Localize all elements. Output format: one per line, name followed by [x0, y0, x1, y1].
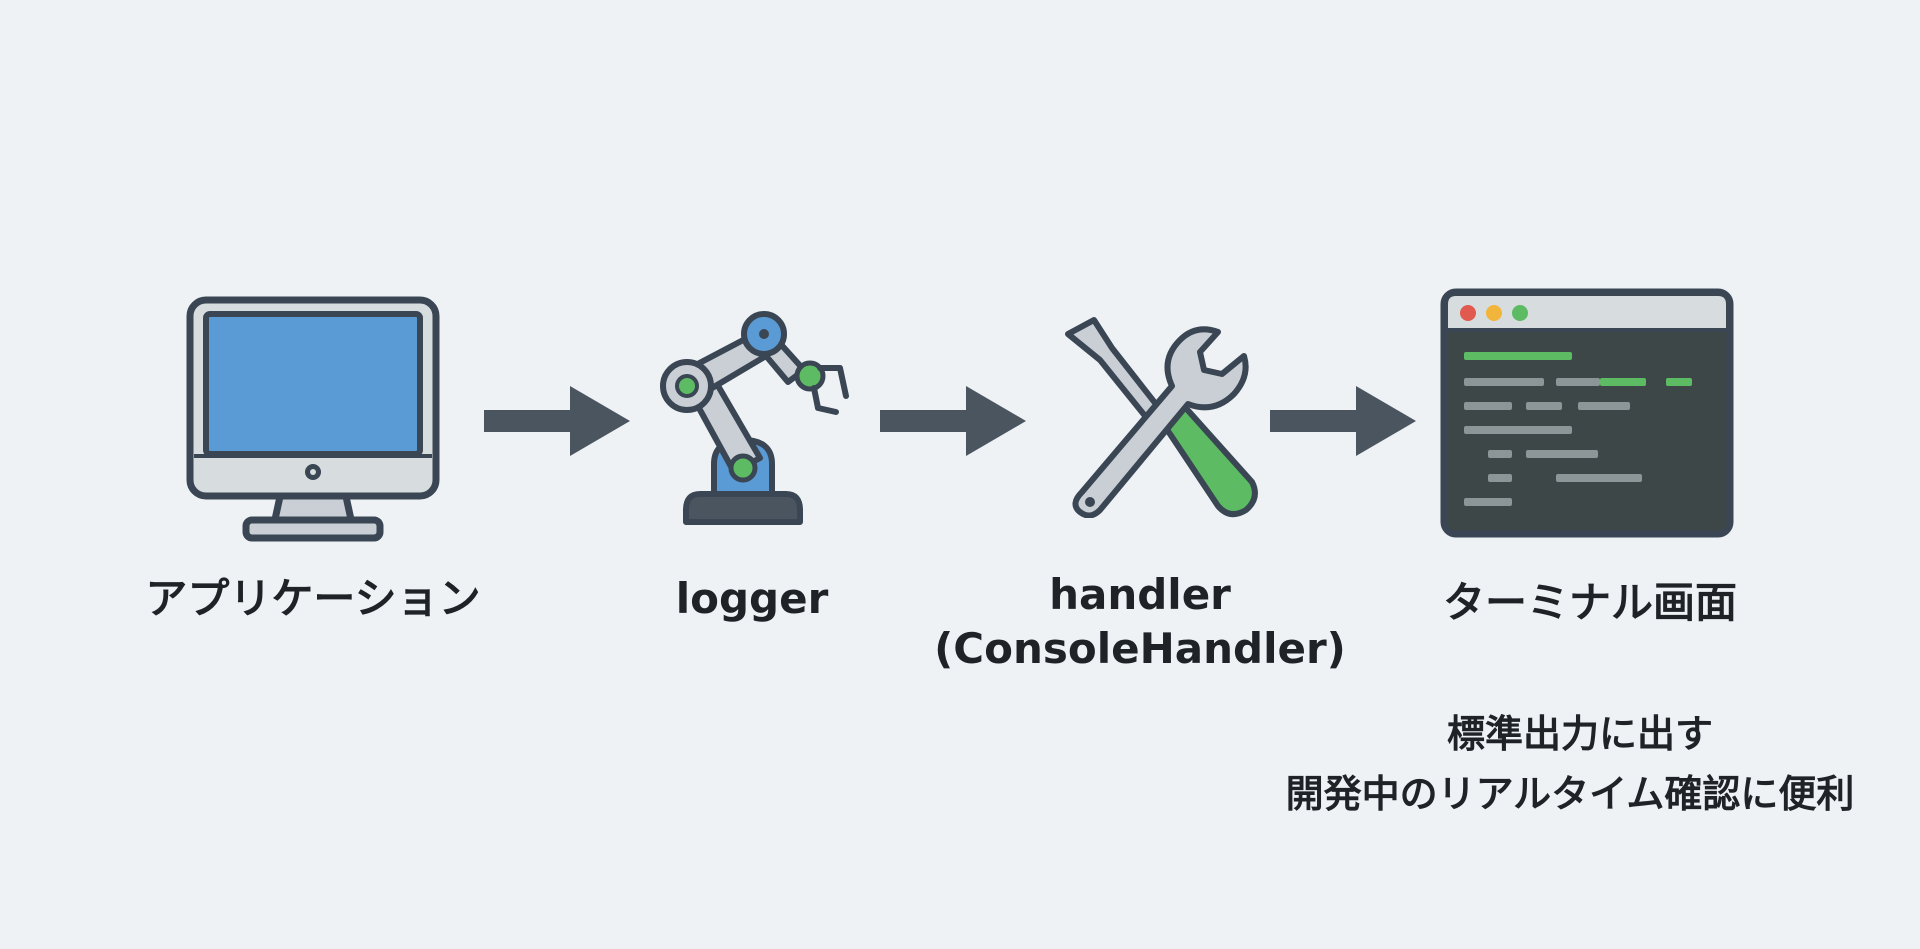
flow-arrow-3	[1268, 384, 1418, 458]
terminal-window-icon	[1440, 288, 1734, 538]
screwdriver-wrench-icon	[1054, 314, 1258, 518]
handler-label-line1: handler	[1049, 570, 1231, 619]
application-label: アプリケーション	[145, 574, 481, 623]
computer-monitor-icon	[186, 296, 440, 542]
note-line1: 標準出力に出す	[1446, 712, 1713, 756]
handler-label-line2: (ConsoleHandler)	[934, 624, 1346, 673]
terminal-label: ターミナル画面	[1442, 578, 1737, 627]
note-line2: 開発中のリアルタイム確認に便利	[1285, 772, 1855, 816]
robot-arm-icon	[654, 308, 860, 528]
logger-label: logger	[675, 574, 829, 623]
flow-arrow-2	[878, 384, 1028, 458]
flow-arrow-1	[482, 384, 632, 458]
